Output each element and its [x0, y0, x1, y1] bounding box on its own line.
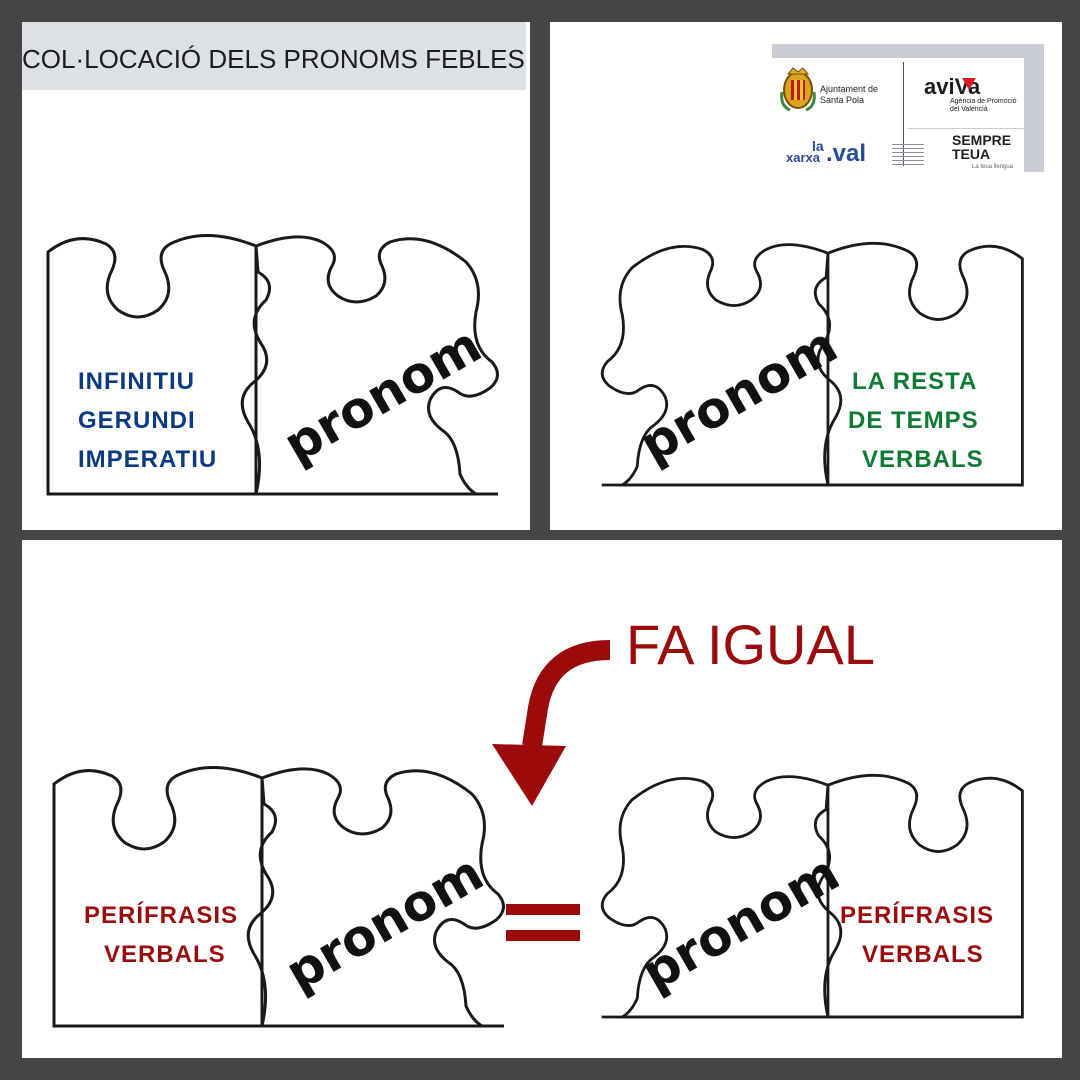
val-label: .val	[826, 140, 867, 167]
bottom-right-line-2: VERBALS	[862, 941, 984, 968]
logo-divider-vertical	[903, 62, 904, 166]
aviva-sub-2: del Valencià	[950, 106, 988, 113]
top-right-line-2: DE TEMPS	[848, 407, 979, 434]
logo-frame-top	[772, 44, 1044, 58]
ajuntament-label-1: Ajuntament de	[820, 84, 879, 94]
santa-pola-crest-icon	[780, 67, 816, 112]
bottom-panel	[22, 540, 1062, 1058]
xarxa-label: xarxa	[786, 150, 820, 165]
bottom-left-line-1: PERÍFRASIS	[84, 902, 239, 929]
bottom-left-line-2: VERBALS	[104, 941, 226, 968]
ajuntament-label-2: Santa Pola	[820, 95, 865, 105]
aviva-sub-1: Agència de Promoció	[950, 98, 1017, 105]
logo-frame-right	[1024, 44, 1044, 172]
top-left-line-1: INFINITIU	[78, 368, 195, 395]
fa-igual-label: FA IGUAL	[626, 613, 875, 676]
top-left-line-2: GERUNDI	[78, 407, 196, 434]
equals-icon	[506, 898, 580, 946]
sempre-label-1: SEMPRE	[952, 132, 1012, 148]
title-band	[22, 22, 526, 90]
curved-arrow-icon	[492, 640, 611, 806]
xarxa-la-label: la	[812, 138, 824, 154]
page-title: COL·LOCACIÓ DELS PRONOMS FEBLES	[22, 44, 525, 74]
top-left-panel	[22, 22, 530, 530]
top-right-line-1: LA RESTA	[852, 368, 978, 395]
top-right-line-3: VERBALS	[862, 446, 984, 473]
top-left-line-3: IMPERATIU	[78, 446, 218, 473]
logo-divider-horizontal	[908, 128, 1028, 129]
aviva-heart-icon	[962, 78, 976, 90]
xarxa-fineprint	[892, 144, 924, 166]
sempre-sub: La teua llengua	[972, 164, 1014, 170]
sempre-label-2: TEUA	[952, 146, 991, 162]
bottom-right-line-1: PERÍFRASIS	[840, 902, 995, 929]
